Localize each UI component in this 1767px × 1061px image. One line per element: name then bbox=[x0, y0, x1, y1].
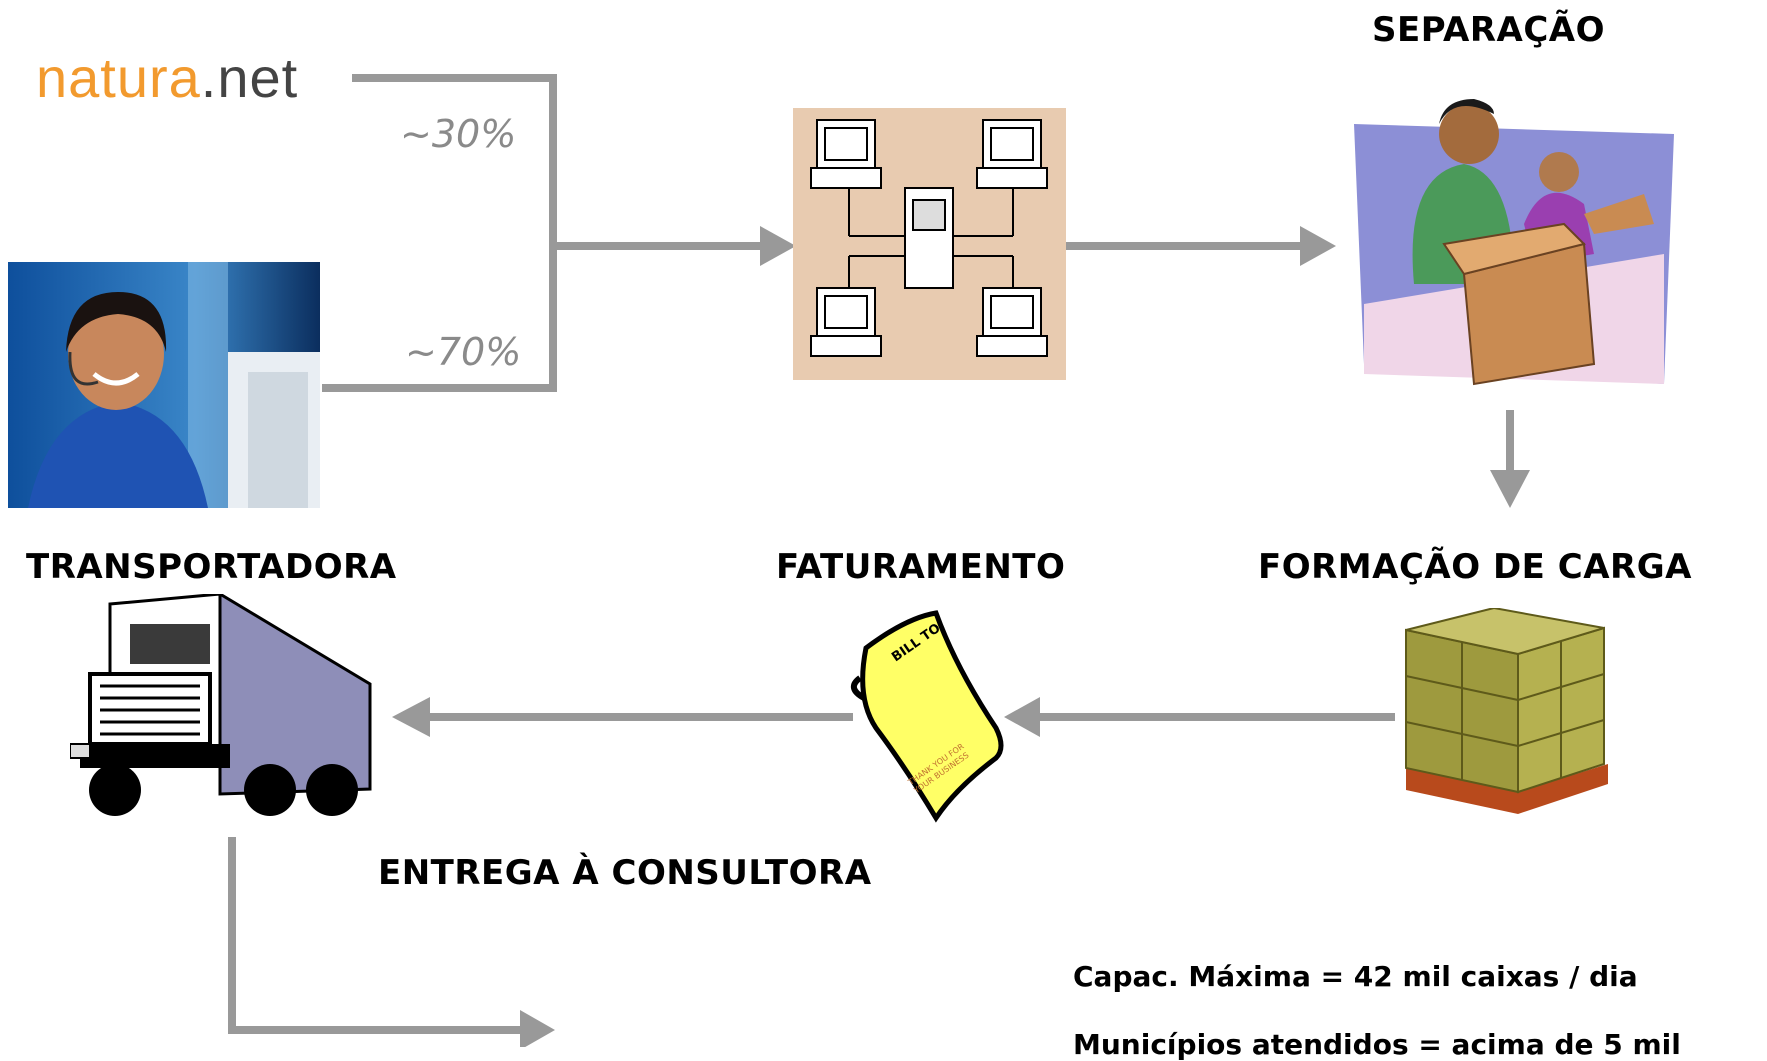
entrega-a-consultora-label: ENTREGA À CONSULTORA bbox=[378, 853, 872, 893]
natura-logo: natura.net bbox=[36, 46, 299, 109]
faturamento-label: FATURAMENTO bbox=[776, 547, 1066, 587]
arrow-to-faturamento bbox=[1004, 697, 1040, 737]
online-percentage: ~30% bbox=[400, 112, 517, 156]
arrow-to-server bbox=[760, 226, 796, 266]
capacity-note: Capac. Máxima = 42 mil caixas / dia bbox=[1073, 960, 1638, 993]
order-picking-workers-image bbox=[1354, 99, 1674, 386]
delivery-truck-icon bbox=[70, 594, 372, 816]
arrow-to-consultora bbox=[520, 1010, 555, 1047]
pallet-boxes-icon bbox=[1405, 608, 1608, 814]
separacao-label: SEPARAÇÃO bbox=[1372, 10, 1605, 50]
arrow-to-separacao bbox=[1300, 226, 1336, 266]
arrow-to-formacao bbox=[1490, 470, 1530, 508]
arrow-to-transportadora bbox=[392, 697, 430, 737]
order-system-network-icon bbox=[793, 108, 1066, 380]
phone-percentage: ~70% bbox=[405, 330, 522, 374]
formacao-de-carga-label: FORMAÇÃO DE CARGA bbox=[1258, 547, 1692, 587]
call-center-operator-image bbox=[8, 262, 320, 508]
municipios-note: Municípios atendidos = acima de 5 mil bbox=[1073, 1028, 1681, 1061]
transportadora-label: TRANSPORTADORA bbox=[26, 547, 397, 587]
invoice-document-icon bbox=[851, 610, 1004, 823]
